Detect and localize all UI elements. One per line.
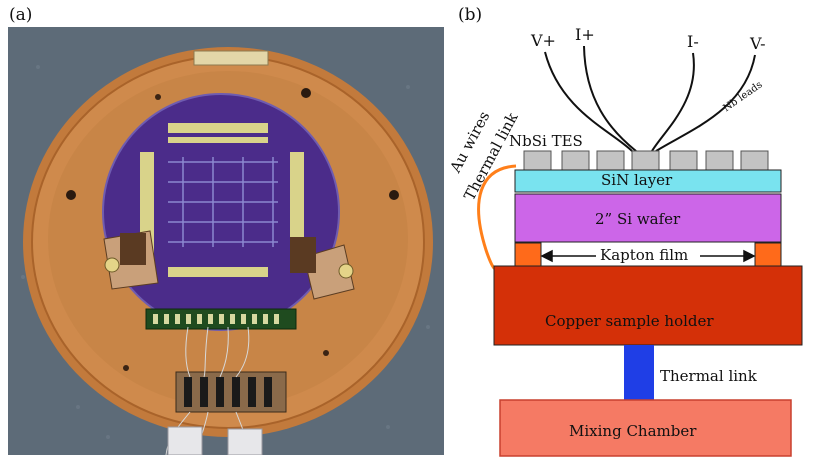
lead-label-i-minus: I- <box>687 32 699 51</box>
thermal-link-column <box>624 345 654 400</box>
au-wire-thermal-link <box>477 164 517 270</box>
leads <box>544 45 756 152</box>
sin-layer-label: SiN layer <box>601 171 673 189</box>
copper-sample-holder <box>493 265 803 346</box>
lead-label-i-plus: I+ <box>575 25 595 44</box>
mixing-chamber-label: Mixing Chamber <box>569 422 697 440</box>
panel-a-label: (a) <box>9 5 33 25</box>
si-wafer <box>514 193 782 243</box>
copper-holder-label: Copper sample holder <box>545 312 714 330</box>
tes-pad <box>523 150 552 171</box>
tes-pad <box>705 150 734 171</box>
lead-label-v-plus: V+ <box>531 31 556 50</box>
lead-label-v-minus: V- <box>750 34 766 53</box>
tes-pad <box>631 150 660 171</box>
kapton-label: Kapton film <box>600 246 689 264</box>
tes-pad <box>669 150 698 171</box>
kapton-pad-right <box>754 242 782 267</box>
kapton-pad-left <box>514 242 542 267</box>
kapton-arrow <box>540 249 756 263</box>
sin-layer <box>514 169 782 193</box>
panel-b-label: (b) <box>458 5 483 25</box>
thermal-link-label: Thermal link <box>660 367 757 385</box>
sample-holder-photo <box>8 27 444 455</box>
mixing-chamber <box>499 399 792 457</box>
tes-label: NbSi TES <box>509 132 583 150</box>
si-wafer-label: 2” Si wafer <box>595 210 681 228</box>
tes-pad <box>561 150 590 171</box>
tes-pad <box>740 150 769 171</box>
tes-pads <box>523 150 769 171</box>
tes-pad <box>596 150 625 171</box>
